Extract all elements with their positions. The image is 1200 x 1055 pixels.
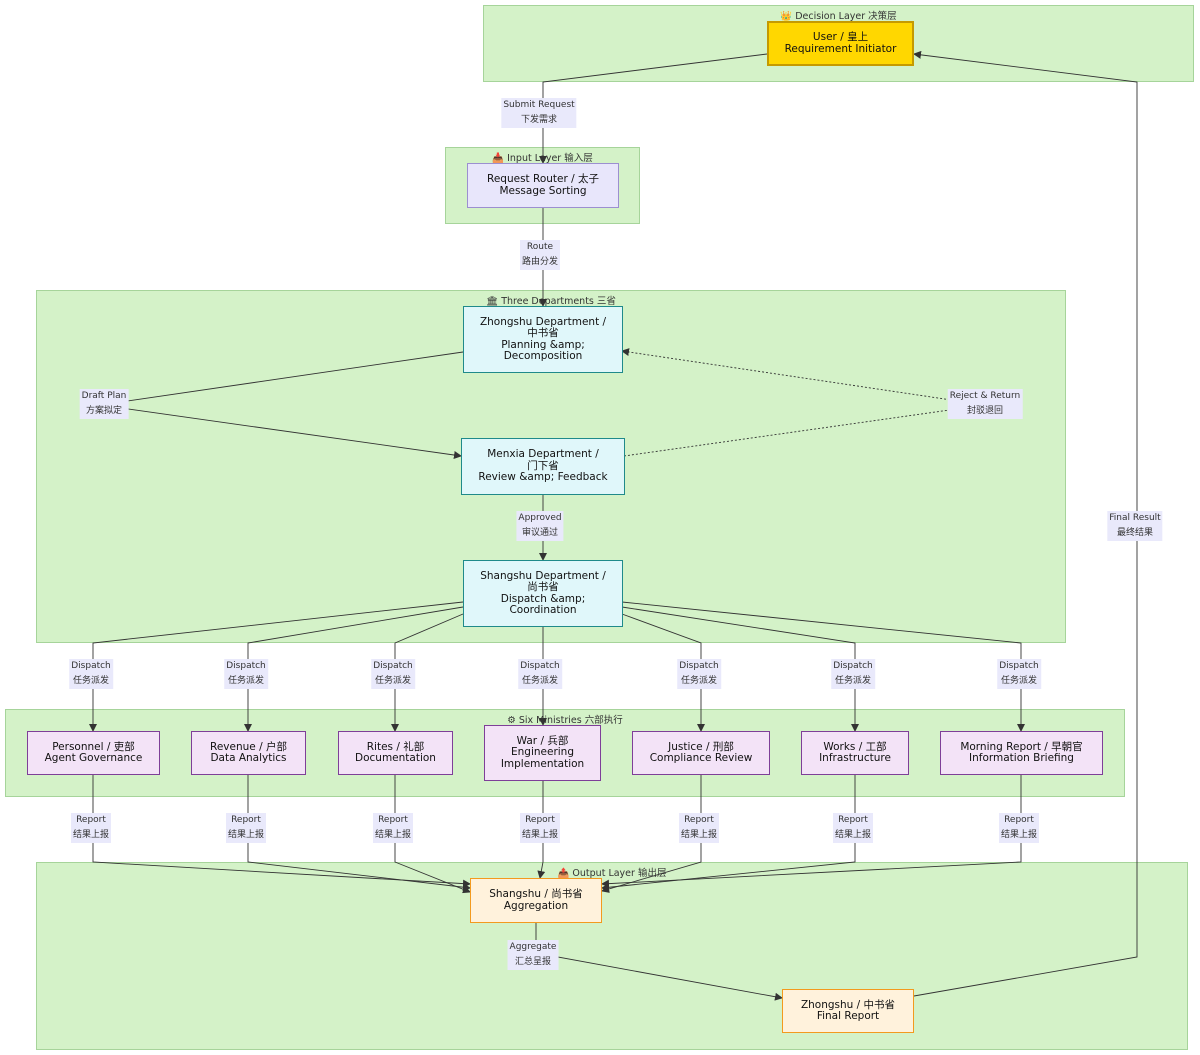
justice-ministry-node[interactable]: Justice / 刑部 Compliance Review xyxy=(632,731,770,775)
edge-reject-return xyxy=(621,348,986,457)
user-node[interactable]: User / 皇上 Requirement Initiator xyxy=(767,21,914,66)
edge-dispatch-revenue xyxy=(244,606,464,732)
justice-ministry-node-label: Justice / 刑部 Compliance Review xyxy=(649,740,753,764)
edge-report-justice xyxy=(601,775,702,893)
zhongshu-department-node-label: Zhongshu Department / 中书省 Planning &amp;… xyxy=(479,315,607,362)
edge-report-works xyxy=(601,775,856,892)
edge-dispatch-personnel xyxy=(89,601,464,732)
edge-aggregate xyxy=(535,923,783,1001)
personnel-ministry-node-label: Personnel / 吏部 Agent Governance xyxy=(44,740,143,764)
personnel-ministry-node[interactable]: Personnel / 吏部 Agent Governance xyxy=(27,731,160,775)
edge-final-result xyxy=(913,50,1138,997)
edge-dispatch-morning xyxy=(621,601,1025,732)
war-ministry-node[interactable]: War / 兵部 Engineering Implementation xyxy=(484,725,601,781)
shangshu-aggregation-node[interactable]: Shangshu / 尚书省 Aggregation xyxy=(470,878,602,923)
request-router-node[interactable]: Request Router / 太子 Message Sorting xyxy=(467,163,619,208)
revenue-ministry-node[interactable]: Revenue / 户部 Data Analytics xyxy=(191,731,306,775)
input-layer-label: 📥 Input Layer 输入层 xyxy=(492,153,593,164)
zhongshu-final-report-node-label: Zhongshu / 中书省 Final Report xyxy=(800,998,896,1022)
menxia-department-node[interactable]: Menxia Department / 门下省 Review &amp; Fee… xyxy=(461,438,625,495)
edge-draft-plan xyxy=(99,351,464,459)
rites-ministry-node-label: Rites / 礼部 Documentation xyxy=(355,740,436,764)
output-layer-cluster: 📤 Output Layer 输出层 xyxy=(36,862,1188,1050)
user-node-label: User / 皇上 Requirement Initiator xyxy=(784,31,897,55)
shangshu-department-node[interactable]: Shangshu Department / 尚书省 Dispatch &amp;… xyxy=(463,560,623,627)
shangshu-aggregation-node-label: Shangshu / 尚书省 Aggregation xyxy=(489,888,583,912)
output-layer-label: 📤 Output Layer 输出层 xyxy=(557,868,667,879)
edge-dispatch-works xyxy=(621,606,859,732)
outbox-icon: 📤 xyxy=(557,868,570,879)
morning-report-node-label: Morning Report / 早朝官 Information Briefin… xyxy=(960,740,1083,764)
edge-dispatch-rites xyxy=(391,613,464,732)
edge-report-rites xyxy=(394,775,471,894)
works-ministry-node[interactable]: Works / 工部 Infrastructure xyxy=(801,731,909,775)
request-router-node-label: Request Router / 太子 Message Sorting xyxy=(487,173,599,197)
edge-report-morning xyxy=(601,775,1022,888)
three-departments-label: 🏛 Three Departments 三省 xyxy=(486,296,616,307)
morning-report-node[interactable]: Morning Report / 早朝官 Information Briefin… xyxy=(940,731,1103,775)
works-ministry-node-label: Works / 工部 Infrastructure xyxy=(819,740,891,764)
revenue-ministry-node-label: Revenue / 户部 Data Analytics xyxy=(210,740,287,764)
crown-icon: 👑 xyxy=(780,11,793,22)
inbox-icon: 📥 xyxy=(492,153,505,164)
rites-ministry-node[interactable]: Rites / 礼部 Documentation xyxy=(338,731,453,775)
building-icon: 🏛 xyxy=(486,296,499,307)
decision-layer-label: 👑 Decision Layer 决策层 xyxy=(780,11,897,22)
edge-report-war xyxy=(537,781,546,879)
six-ministries-label: ⚙ Six Ministries 六部执行 xyxy=(507,715,623,726)
gear-icon: ⚙ xyxy=(507,715,516,726)
shangshu-department-node-label: Shangshu Department / 尚书省 Dispatch &amp;… xyxy=(480,569,606,616)
edge-report-revenue xyxy=(247,775,471,892)
menxia-department-node-label: Menxia Department / 门下省 Review &amp; Fee… xyxy=(478,448,608,484)
war-ministry-node-label: War / 兵部 Engineering Implementation xyxy=(500,734,585,770)
edge-dispatch-justice xyxy=(621,613,705,732)
zhongshu-department-node[interactable]: Zhongshu Department / 中书省 Planning &amp;… xyxy=(463,306,623,373)
edge-submit-request xyxy=(539,53,768,164)
edge-report-personnel xyxy=(92,775,471,888)
zhongshu-final-report-node[interactable]: Zhongshu / 中书省 Final Report xyxy=(782,989,914,1033)
